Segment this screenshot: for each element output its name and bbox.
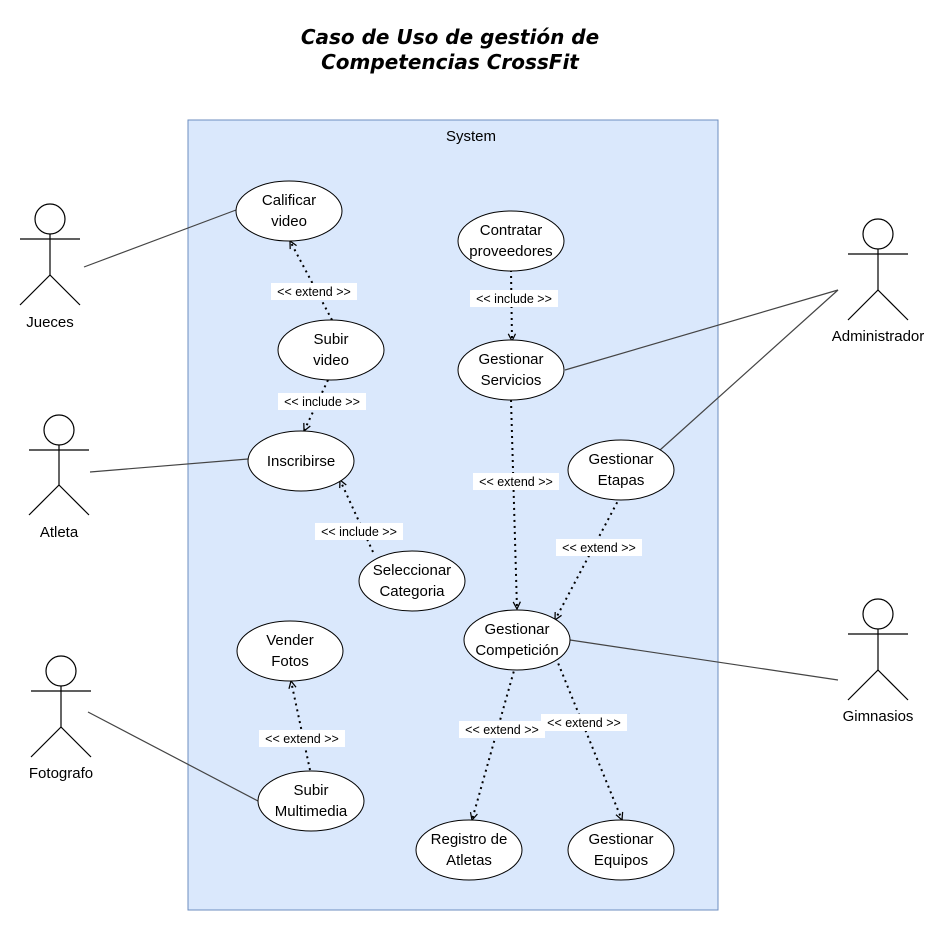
include-label: << include >>: [321, 525, 397, 539]
actor-atleta-icon[interactable]: [28, 414, 90, 516]
use-case-subir-multimedia[interactable]: [257, 770, 365, 832]
use-case-registro-atletas[interactable]: [415, 819, 523, 881]
use-case-contratar-proveedores[interactable]: [457, 210, 565, 272]
use-case-label: Fotos: [271, 653, 309, 670]
use-case-label: Atletas: [446, 852, 492, 869]
use-case-label: Inscribirse: [267, 453, 335, 470]
extend-servicios-to-competicion: [510, 399, 517, 609]
include-label: << include >>: [476, 292, 552, 306]
actor-fotografo-icon[interactable]: [30, 655, 92, 758]
use-case-label: video: [313, 352, 349, 369]
use-case-label: Gestionar: [588, 451, 653, 468]
actor-jueces-icon[interactable]: [19, 203, 81, 306]
actor-gimnasios-icon[interactable]: [847, 598, 909, 701]
diagram-title-line2: Competencias CrossFit: [321, 50, 579, 74]
actor-label-administrador: Administrador: [832, 328, 925, 345]
association-admin-servicios: [564, 289, 839, 371]
use-case-vender-fotos[interactable]: [236, 620, 344, 682]
use-case-label: Etapas: [598, 472, 645, 489]
use-case-seleccionar-categoria[interactable]: [358, 550, 466, 612]
actor-label-atleta: Atleta: [40, 524, 79, 541]
use-case-label: Subir: [313, 331, 348, 348]
association-atleta-inscribirse: [89, 458, 249, 473]
use-case-label: Gestionar: [588, 831, 653, 848]
extend-label: << extend >>: [277, 285, 351, 299]
use-case-subir-video[interactable]: [277, 319, 385, 381]
actor-administrador-icon[interactable]: [847, 218, 909, 321]
use-case-label: Subir: [293, 782, 328, 799]
association-gimnasios-competicion: [569, 639, 839, 681]
use-case-calificar-video[interactable]: [235, 180, 343, 242]
extend-label: << extend >>: [479, 475, 553, 489]
use-case-label: Calificar: [262, 192, 316, 209]
use-case-label: video: [271, 213, 307, 230]
use-case-gestionar-competicion[interactable]: [463, 609, 571, 671]
use-case-label: Competición: [475, 642, 558, 659]
use-case-label: Gestionar: [478, 351, 543, 368]
use-case-label: Vender: [266, 632, 314, 649]
use-case-label: Multimedia: [275, 803, 348, 820]
use-case-gestionar-servicios[interactable]: [457, 339, 565, 401]
use-case-label: Contratar: [480, 222, 543, 239]
use-case-label: Categoria: [379, 583, 445, 600]
extend-label: << extend >>: [265, 732, 339, 746]
extend-competicion-to-registro: [472, 659, 518, 820]
include-label: << include >>: [284, 395, 360, 409]
use-case-label: Servicios: [481, 372, 542, 389]
extend-label: << extend >>: [562, 541, 636, 555]
system-label: System: [446, 128, 496, 145]
use-case-inscribirse[interactable]: [247, 430, 355, 492]
actor-label-gimnasios: Gimnasios: [843, 708, 914, 725]
use-case-label: Seleccionar: [373, 562, 451, 579]
use-case-gestionar-etapas[interactable]: [567, 439, 675, 501]
association-fotografo-multimedia: [87, 711, 259, 802]
actor-label-jueces: Jueces: [26, 314, 74, 331]
use-case-gestionar-equipos[interactable]: [567, 819, 675, 881]
use-case-label: Gestionar: [484, 621, 549, 638]
use-case-label: proveedores: [469, 243, 552, 260]
use-case-label: Equipos: [594, 852, 648, 869]
extend-label: << extend >>: [547, 716, 621, 730]
use-case-label: Registro de: [431, 831, 508, 848]
diagram-title-line1: Caso de Uso de gestión de: [300, 25, 600, 49]
actor-label-fotografo: Fotografo: [29, 765, 93, 782]
association-jueces-calificar: [83, 209, 237, 268]
extend-competicion-to-equipos: [555, 657, 622, 820]
association-admin-etapas: [659, 289, 839, 451]
extend-etapas-to-competicion: [554, 496, 621, 620]
extend-label: << extend >>: [465, 723, 539, 737]
diagram-title: Caso de Uso de gestión de Competencias C…: [250, 25, 650, 75]
